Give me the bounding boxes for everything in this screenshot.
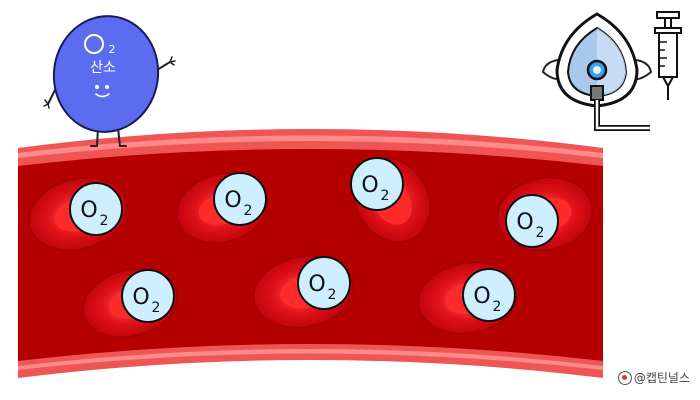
syringe-icon — [654, 11, 682, 100]
syringe-barrel — [658, 32, 678, 78]
oxygen-molecule — [350, 157, 404, 211]
red-blood-cell-icon: O 2 — [82, 268, 178, 338]
oxygen-label: O — [80, 198, 97, 223]
blood-vessel — [18, 129, 603, 378]
oxygen-molecule — [69, 182, 123, 236]
mascot-eye-right — [105, 85, 109, 89]
oxygen-subscript: 2 — [152, 300, 161, 316]
mascot-formula-sub: 2 — [109, 43, 116, 56]
mascot-eye-left — [95, 85, 99, 89]
watermark-text: @캡틴널스 — [633, 371, 690, 385]
oxygen-subscript: 2 — [493, 299, 502, 315]
oxygen-molecule — [121, 269, 175, 323]
watermark: @캡틴널스 — [617, 369, 690, 386]
oxygen-molecule — [213, 172, 267, 226]
vessel-highlight-bottom — [18, 349, 603, 370]
oxygen-label: O — [308, 272, 325, 297]
watermark-icon — [617, 370, 632, 385]
oxygen-label: O — [473, 284, 490, 309]
red-blood-cell-icon: O 2 — [175, 172, 269, 244]
mask-connector — [590, 85, 604, 101]
oxygen-label: O — [224, 188, 241, 213]
red-blood-cell-icon: O 2 — [28, 177, 128, 251]
red-blood-cell-icon: O 2 — [350, 157, 431, 243]
red-blood-cell-icon: O 2 — [252, 255, 354, 329]
red-blood-cells: O 2 O 2 O 2 O 2 — [28, 157, 594, 338]
oxygen-molecule — [462, 268, 516, 322]
oxygen-subscript: 2 — [244, 203, 253, 219]
oxygen-label: O — [516, 210, 533, 235]
oxygen-molecule — [505, 194, 559, 248]
oxygen-subscript: 2 — [328, 287, 337, 303]
mascot-label: 산소 — [90, 60, 116, 76]
oxygen-mask-icon — [541, 12, 653, 131]
vessel-highlight-top — [18, 135, 603, 158]
oxygen-label: O — [132, 285, 149, 310]
oxygen-subscript: 2 — [536, 225, 545, 241]
oxygen-subscript: 2 — [381, 188, 390, 204]
red-blood-cell-icon: O 2 — [496, 176, 594, 252]
mascot-smile — [95, 93, 110, 98]
red-blood-cell-icon: O 2 — [417, 261, 519, 335]
oxygen-subscript: 2 — [100, 213, 109, 229]
mascot-body — [52, 15, 160, 133]
oxygen-molecule — [297, 256, 351, 310]
mascot-oxygen-character: 2 산소 — [43, 15, 176, 147]
oxygen-label: O — [361, 173, 378, 198]
